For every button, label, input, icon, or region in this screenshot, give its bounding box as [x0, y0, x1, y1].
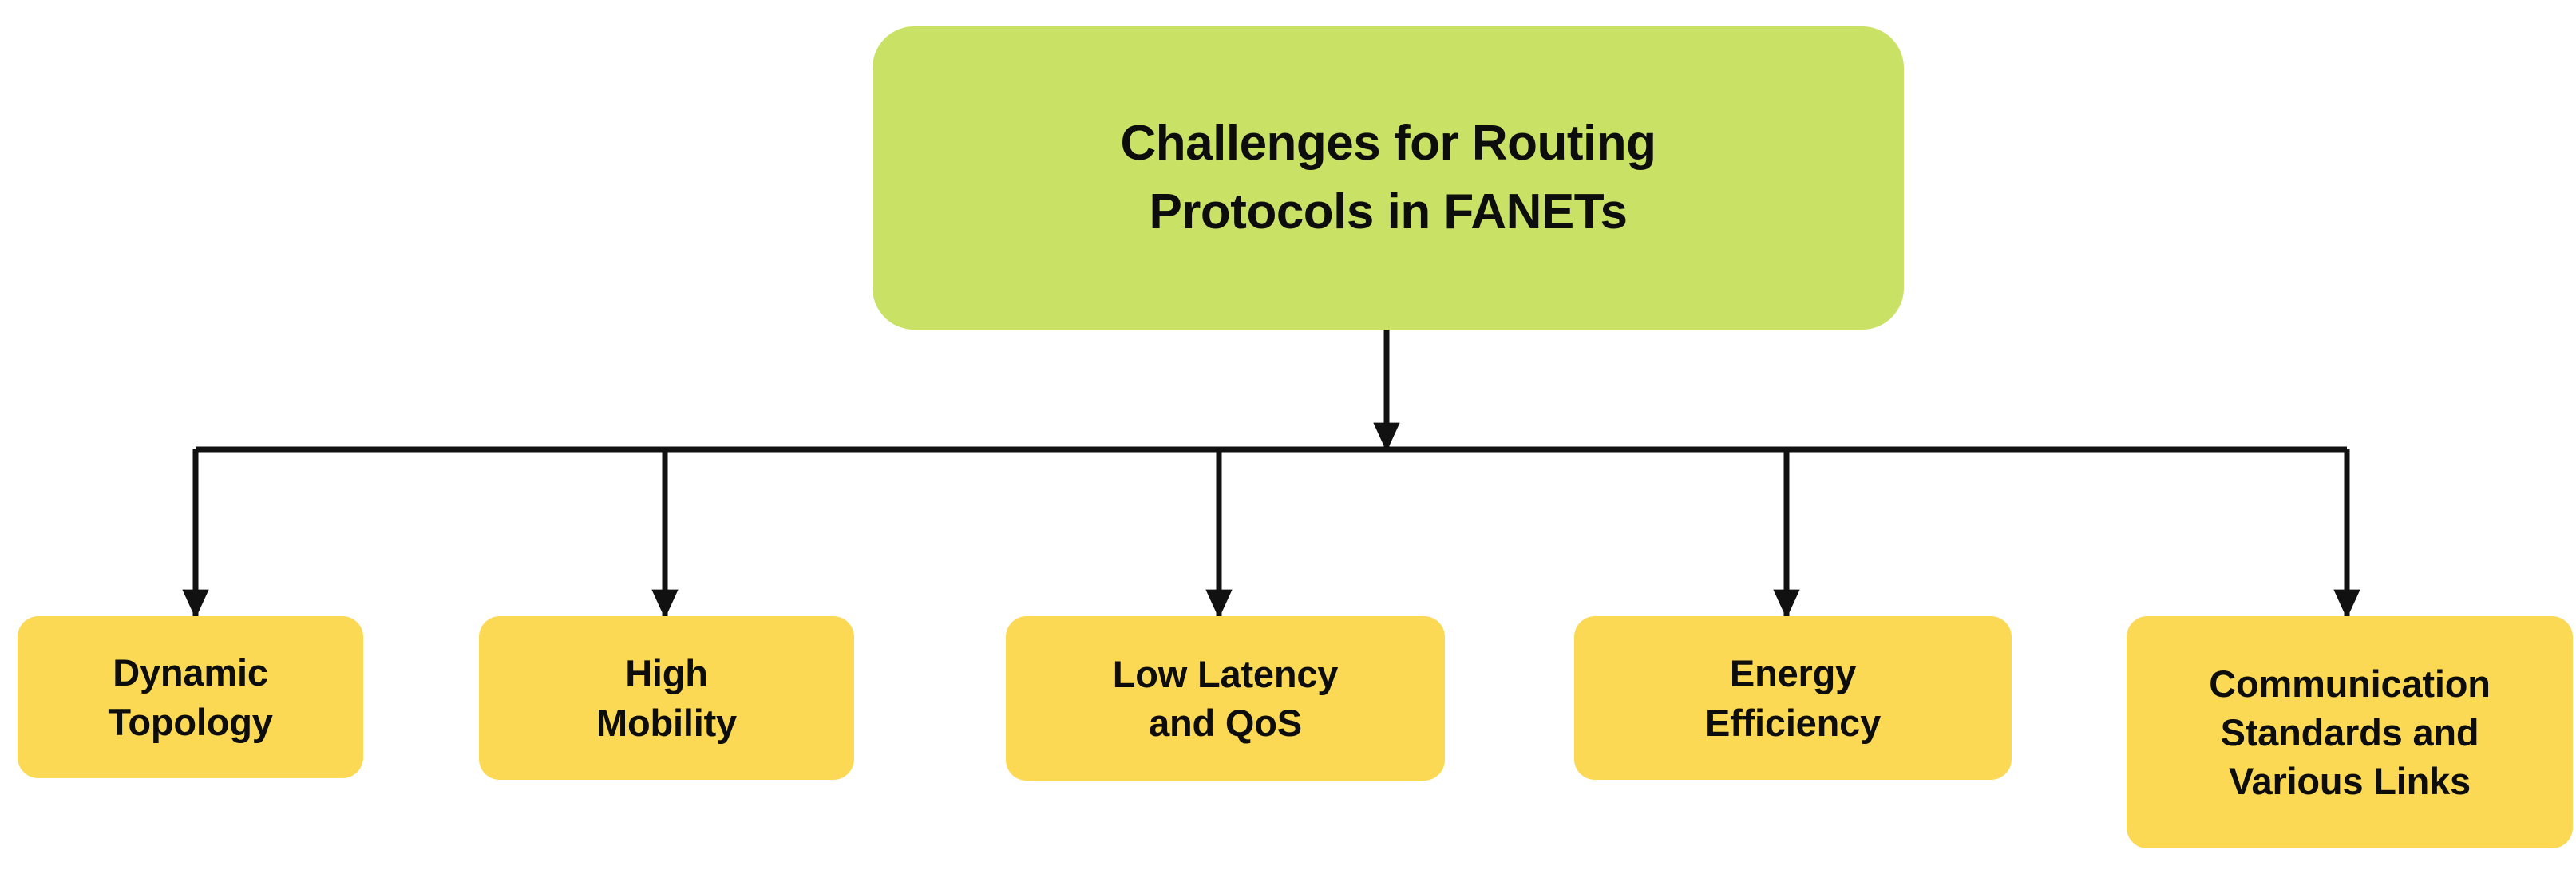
- leaf-node-dynamic-topology[interactable]: Dynamic Topology: [18, 616, 363, 778]
- leaf-node-label: Dynamic Topology: [108, 651, 273, 743]
- leaf-node-energy-efficiency[interactable]: Energy Efficiency: [1574, 616, 2012, 780]
- leaf-node-label: Communication Standards and Various Link…: [2209, 662, 2491, 803]
- leaf-node-label: High Mobility: [596, 652, 737, 744]
- leaf-node-label: Energy Efficiency: [1704, 652, 1882, 744]
- leaf-node-label: Low Latency and QoS: [1112, 652, 1339, 744]
- root-node-label: Challenges for Routing Protocols in FANE…: [1120, 116, 1657, 239]
- leaf-node-low-latency-and-qos[interactable]: Low Latency and QoS: [1006, 616, 1445, 781]
- root-node-challenges[interactable]: Challenges for Routing Protocols in FANE…: [873, 26, 1904, 330]
- leaf-node-high-mobility[interactable]: High Mobility: [479, 616, 854, 780]
- leaf-node-communication-standards-and-various-links[interactable]: Communication Standards and Various Link…: [2127, 616, 2573, 848]
